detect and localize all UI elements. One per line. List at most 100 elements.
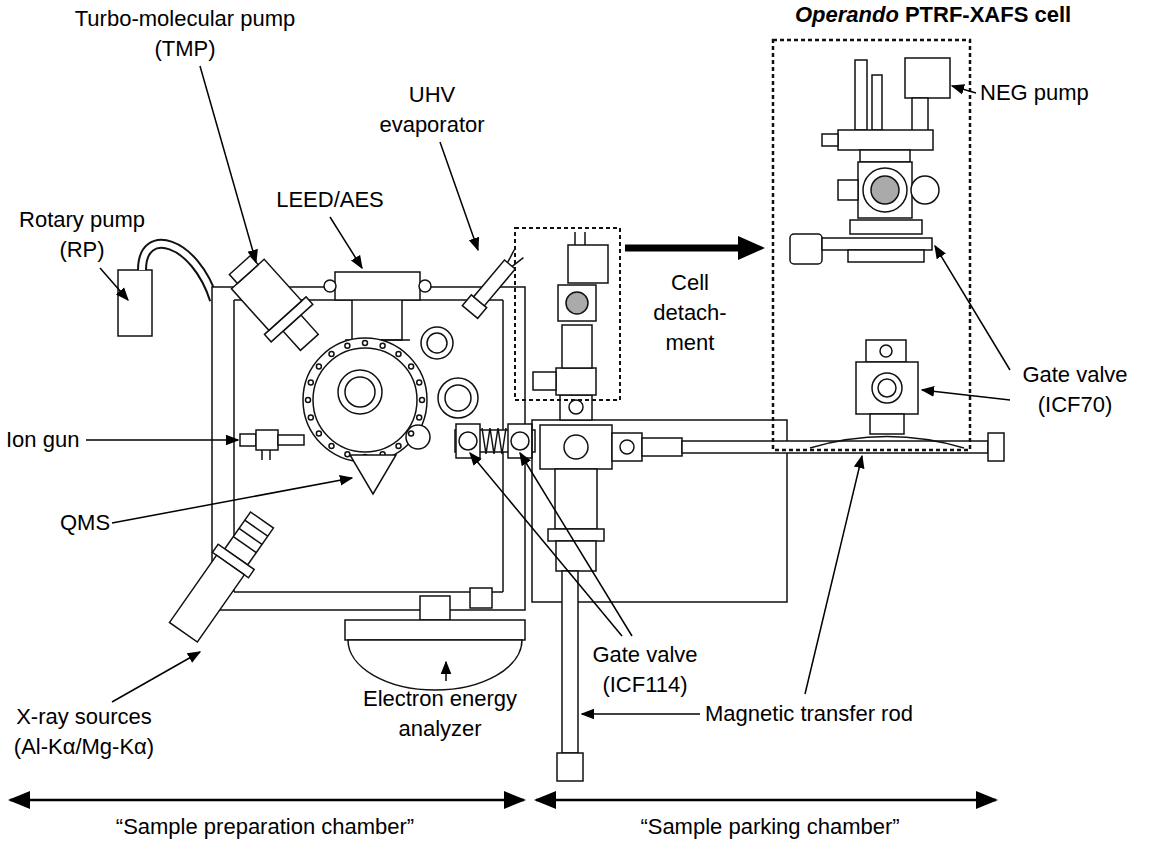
cell-large — [822, 238, 932, 250]
leader-line — [935, 246, 1010, 370]
leed-aes-unit — [352, 298, 402, 340]
main-flange — [363, 341, 368, 346]
cell-small — [584, 232, 586, 245]
preparation-frame — [212, 287, 525, 610]
leader-line — [445, 662, 447, 681]
turbo-pump — [219, 246, 330, 361]
qms-symbol — [350, 455, 396, 494]
cell-large — [838, 130, 933, 150]
leader-line — [100, 268, 128, 300]
x-ray-source — [165, 507, 280, 644]
main-flange — [396, 351, 401, 356]
part-label: QMS — [60, 508, 110, 538]
main-flange — [338, 370, 382, 414]
leader-line — [922, 390, 1010, 400]
part-label: Ion gun — [6, 425, 79, 455]
cell-large — [870, 414, 904, 434]
electron-analyzer — [345, 588, 525, 690]
ion-gun — [256, 430, 278, 450]
cell-small — [558, 285, 596, 321]
cell-large — [850, 220, 922, 234]
main-flange — [417, 380, 422, 385]
electron-analyzer — [420, 596, 450, 620]
ion-gun — [240, 430, 304, 460]
cell-large — [810, 437, 964, 449]
leader-line — [520, 453, 632, 636]
main-flange — [445, 385, 471, 411]
cell-small — [574, 232, 576, 245]
main-flange — [308, 380, 313, 385]
parking-chamber — [564, 435, 588, 459]
parking-chamber — [540, 425, 612, 469]
main-flange — [345, 343, 350, 348]
parking-chamber — [642, 438, 682, 456]
x-ray-source — [233, 537, 256, 553]
part-label: PTRF-XAFS cell — [905, 0, 1071, 30]
preparation-frame — [212, 287, 525, 610]
leed-aes-unit — [335, 272, 420, 300]
main-flange — [329, 351, 334, 356]
part-label: “Sample parking chamber” — [640, 812, 899, 842]
part-label: Operando — [795, 0, 899, 30]
cell-small — [568, 245, 608, 283]
main-flange — [438, 378, 478, 418]
cell-small — [566, 292, 588, 314]
leader-line — [200, 66, 256, 262]
cell-large — [871, 176, 899, 204]
cell-small — [556, 368, 596, 395]
leader-line — [952, 86, 976, 93]
ion-gun — [240, 434, 256, 446]
parking-chamber — [557, 753, 583, 781]
parking-chamber — [548, 529, 604, 541]
leader-line — [86, 439, 238, 441]
main-flange — [345, 452, 350, 457]
parking-chamber — [532, 420, 1004, 781]
cell-small — [533, 232, 608, 420]
electron-analyzer — [348, 640, 522, 690]
cell-large — [855, 60, 867, 130]
cell-large — [872, 75, 882, 130]
cell-small — [562, 325, 592, 368]
cell-large — [822, 134, 838, 146]
main-flange — [313, 348, 417, 452]
gate-valves-icf114 — [459, 432, 477, 450]
evaporator — [512, 256, 523, 269]
cell-large — [790, 234, 822, 264]
extent-arrow — [10, 799, 524, 802]
rotary-pump — [142, 244, 214, 300]
leader-line — [86, 66, 1010, 714]
evaporator — [462, 247, 526, 318]
cell-large — [911, 176, 939, 204]
detail-frame-large — [773, 40, 970, 450]
leader-line — [440, 142, 478, 250]
gate-valves-icf114 — [508, 424, 532, 458]
main-flange — [308, 415, 313, 420]
gate-valves-icf114 — [456, 424, 480, 458]
parking-chamber — [562, 571, 578, 753]
cell-large — [838, 180, 858, 200]
part-label: Gate valve (ICF70) — [1015, 360, 1135, 420]
main-flange — [396, 444, 401, 449]
cell-large — [866, 340, 906, 362]
cell-large — [905, 58, 950, 98]
leed-aes-unit — [324, 272, 431, 340]
ion-gun — [278, 435, 304, 445]
rotary-pump — [118, 270, 152, 336]
main-flange — [316, 364, 321, 369]
part-label: LEED/AES — [276, 185, 384, 215]
rotary-pump — [142, 244, 214, 300]
main-flange — [409, 431, 414, 436]
main-flange — [306, 341, 425, 460]
part-label: Gate valve (ICF114) — [580, 640, 710, 700]
cell-large — [856, 362, 918, 414]
apparatus-drawing — [118, 40, 1004, 781]
detach-arrow — [625, 236, 765, 260]
extent-arrow — [536, 799, 996, 802]
cell-large — [880, 345, 892, 357]
leader-line — [112, 652, 200, 702]
cell-small — [560, 395, 592, 420]
main-flange — [420, 398, 425, 403]
x-ray-source — [169, 555, 244, 642]
cell-large — [848, 250, 924, 262]
